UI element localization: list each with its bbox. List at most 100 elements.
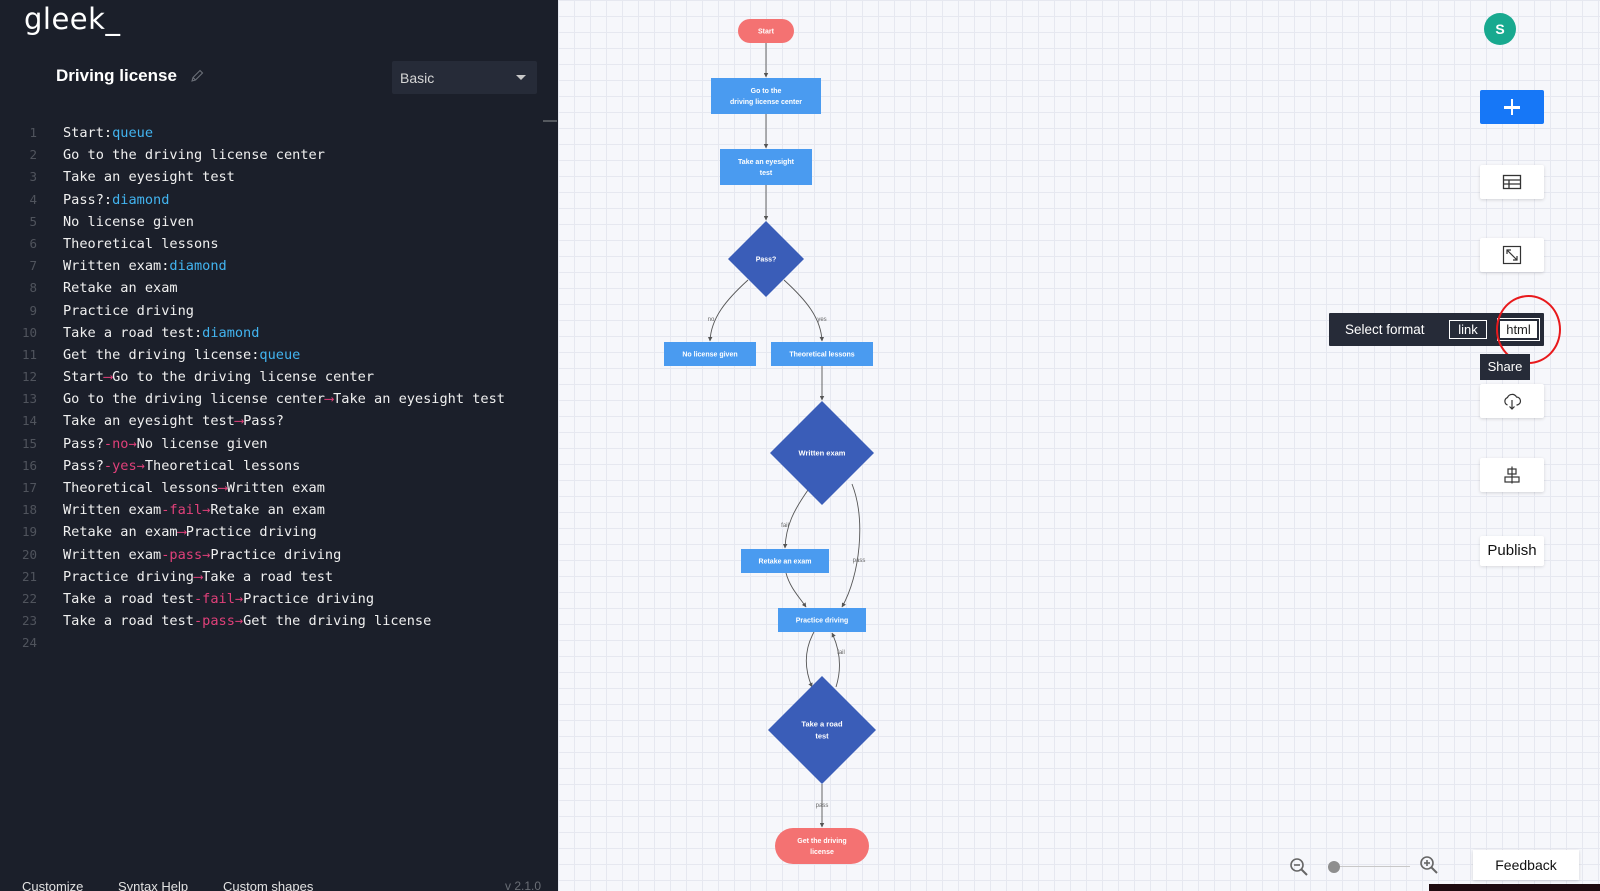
code-line[interactable]: 24 [0, 632, 540, 654]
flow-edge[interactable] [783, 279, 825, 342]
code-token: Take an eyesight test [333, 391, 505, 408]
zoom-in-icon[interactable] [1419, 855, 1439, 875]
code-line[interactable]: 1 Start:queue [0, 122, 540, 144]
code-token: Start [63, 369, 104, 386]
download-button[interactable] [1480, 384, 1544, 418]
code-line[interactable]: 7 Written exam:diamond [0, 255, 540, 277]
flow-edge[interactable] [831, 632, 840, 688]
node-no-license[interactable]: No license given [664, 342, 756, 366]
edge-label: pass [853, 558, 866, 564]
flow-edge[interactable] [805, 631, 815, 688]
line-number: 7 [29, 258, 37, 274]
flow-edge[interactable] [785, 572, 807, 608]
code-token: No license given [136, 435, 268, 452]
fullscreen-button[interactable] [1480, 238, 1544, 272]
theme-select[interactable]: Basic [392, 61, 537, 94]
edge-label: pass [816, 803, 829, 809]
line-number: 10 [21, 324, 37, 340]
format-link-option[interactable]: link [1449, 320, 1487, 339]
node-theory[interactable]: Theoretical lessons [771, 342, 873, 366]
node-label: Practice driving [796, 617, 849, 624]
zoom-out-icon[interactable] [1289, 857, 1309, 877]
gleek-logo[interactable]: gleek_ [24, 2, 121, 36]
user-avatar[interactable]: S [1484, 13, 1516, 45]
align-button[interactable] [1480, 458, 1544, 492]
node-label: Start [758, 28, 775, 35]
node-start[interactable]: Start [738, 19, 794, 43]
node-practice[interactable]: Practice driving [778, 608, 866, 632]
code-token: Pass?: [63, 191, 113, 208]
node-label: Go to the [751, 88, 782, 95]
code-text: Start:queue [63, 122, 153, 144]
code-text: Start⟶Go to the driving license center [63, 366, 374, 388]
code-text: No license given [63, 211, 194, 233]
feedback-button[interactable]: Feedback [1473, 850, 1579, 880]
code-token: Retake an exam [63, 280, 178, 297]
editor-scrollbar[interactable] [543, 120, 557, 122]
line-number: 5 [29, 213, 37, 229]
flow-edge[interactable] [841, 483, 861, 608]
customize-link[interactable]: Customize [22, 879, 84, 891]
syntax-help-link[interactable]: Syntax Help [118, 879, 189, 891]
line-number: 13 [21, 391, 37, 407]
node-center[interactable]: Go to the driving license center [711, 78, 821, 114]
node-written[interactable]: Written exam [770, 401, 874, 505]
node-retake[interactable]: Retake an exam [741, 549, 829, 573]
box-shape [711, 78, 821, 114]
pencil-icon[interactable] [189, 68, 205, 84]
code-text: Take a road test:diamond [63, 322, 259, 344]
node-pass[interactable]: Pass? [728, 221, 804, 297]
flow-edge[interactable] [782, 489, 809, 549]
code-token: Written exam: [63, 258, 170, 275]
line-number: 21 [21, 568, 37, 584]
code-token: Take a road test [63, 613, 194, 630]
line-number: 4 [29, 191, 37, 207]
node-label: driving license center [730, 99, 802, 106]
zoom-slider-thumb[interactable] [1328, 861, 1340, 873]
zoom-slider-track[interactable] [1330, 866, 1410, 867]
code-text: Go to the driving license center⟶Take an… [63, 388, 505, 410]
table-view-button[interactable] [1480, 165, 1544, 199]
code-token: No license given [63, 213, 194, 230]
box-shape [778, 608, 866, 632]
code-line[interactable]: 10 Take a road test:diamond [0, 322, 540, 344]
flow-edge[interactable] [707, 279, 749, 342]
document-title[interactable]: Driving license [56, 66, 177, 85]
editor-footer: Customize Syntax Help Custom shapes v 2.… [0, 874, 558, 891]
custom-shapes-link[interactable]: Custom shapes [223, 879, 314, 891]
arrow-token: -no→ [103, 435, 137, 452]
code-line[interactable]: 13 Go to the driving license center⟶Take … [0, 388, 540, 410]
add-button[interactable] [1480, 90, 1544, 124]
code-line[interactable]: 5 No license given [0, 211, 540, 233]
code-text: Written exam:diamond [63, 255, 227, 277]
code-text: Get the driving license:queue [63, 344, 300, 366]
line-number: 1 [29, 125, 37, 140]
shape-keyword: queue [259, 346, 301, 363]
node-label: Take a road [801, 720, 843, 729]
line-number: 23 [21, 613, 37, 629]
publish-button[interactable]: Publish [1480, 536, 1544, 566]
